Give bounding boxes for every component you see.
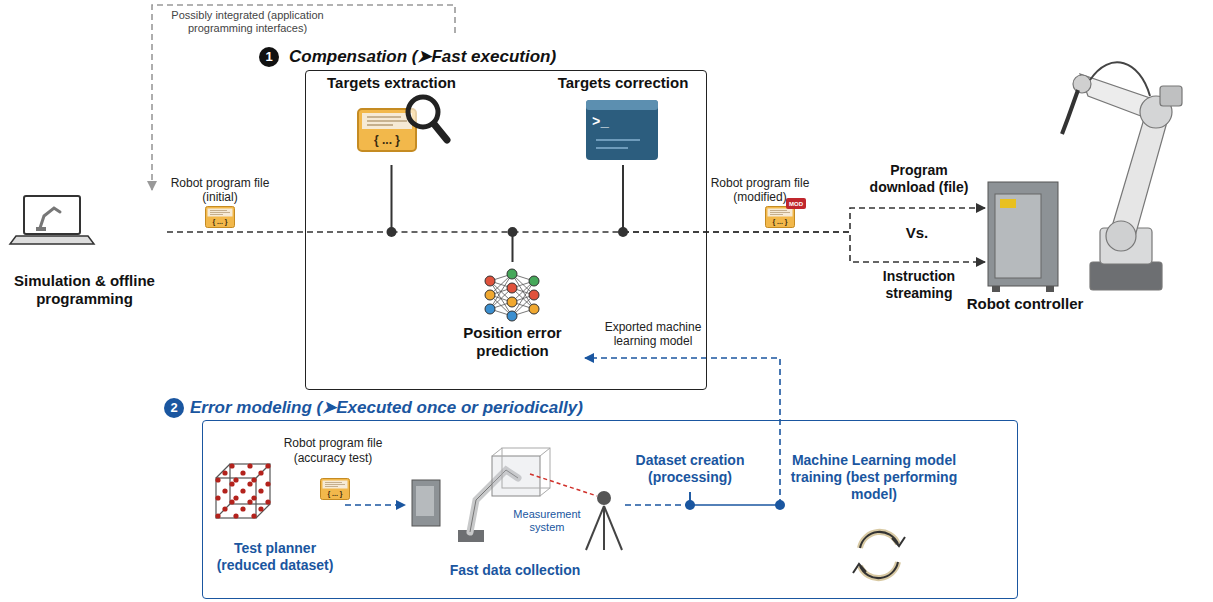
callout-number: 2 xyxy=(164,398,184,418)
note-label: Possibly integrated (application program… xyxy=(160,9,335,34)
process-node: Simulation & offline programming xyxy=(2,190,167,315)
group-box: Error modeling (➤Executed once or period… xyxy=(202,396,1018,599)
connector xyxy=(625,492,695,510)
node-label: Position error prediction xyxy=(440,324,585,360)
node-label: Simulation & offline programming xyxy=(2,272,167,308)
icon-text: >_ xyxy=(592,114,622,130)
process-node: Machine Learning model training (best pe… xyxy=(780,450,965,585)
edge-label: Robot program file (accuracy test) xyxy=(266,436,400,466)
connector xyxy=(690,492,785,510)
controller-cabinet xyxy=(988,182,1058,292)
connector xyxy=(513,165,629,262)
note-label: Robot program file (initial) xyxy=(160,176,280,204)
industrial-robot xyxy=(1062,62,1182,290)
file-icon xyxy=(206,207,235,228)
node-label: Targets extraction xyxy=(318,74,465,92)
mod-badge xyxy=(786,198,806,209)
test-points xyxy=(215,463,270,518)
magnifier-icon xyxy=(408,97,447,140)
node-label: Fast data collection xyxy=(405,562,625,579)
edge-label: Instruction streaming xyxy=(860,268,978,302)
node-label: Machine Learning model training (best pe… xyxy=(788,452,960,503)
node-label: Dataset creation (processing) xyxy=(628,452,752,486)
node-label: Robot controller xyxy=(960,295,1090,313)
callout-number: 1 xyxy=(259,47,279,67)
file-icon xyxy=(321,479,350,500)
icon-text: { ... } xyxy=(765,217,795,226)
process-node: Targets correction xyxy=(550,72,696,165)
measurement-scene xyxy=(412,448,622,550)
process-node: Test planner (reduced dataset) xyxy=(205,455,345,583)
process-node: Dataset creation (processing) xyxy=(628,450,752,492)
badge-text: MOD xyxy=(786,199,806,209)
connector xyxy=(585,358,780,505)
laptop-icon xyxy=(10,196,94,244)
icon-text: { ... } xyxy=(320,489,350,498)
file-icon xyxy=(766,207,795,228)
node-label: Test planner (reduced dataset) xyxy=(205,540,345,574)
neural-net-icon xyxy=(485,269,539,321)
icon-text: { ... } xyxy=(357,132,417,148)
note-label: Exported machine learning model xyxy=(598,320,708,348)
connector xyxy=(392,165,518,262)
note-label: Vs. xyxy=(900,224,934,242)
group-heading: Error modeling (➤Executed once or period… xyxy=(190,398,583,418)
test-cube xyxy=(216,464,270,518)
edge-label: Program download (file) xyxy=(860,162,978,196)
process-node: Position error prediction xyxy=(440,262,585,370)
retrain-cycle-icon xyxy=(853,532,905,578)
connector xyxy=(167,165,397,237)
node-label: Targets correction xyxy=(550,74,696,92)
icon-text: { ... } xyxy=(205,217,235,226)
note-label: Robot program file (modified) xyxy=(700,176,820,204)
group-heading: Compensation (➤Fast execution) xyxy=(289,47,556,67)
terminal-icon xyxy=(586,100,658,160)
process-node: Robot controller xyxy=(985,175,1065,320)
connector xyxy=(152,5,455,190)
connector xyxy=(345,505,405,506)
note-label: Measurement system xyxy=(510,508,584,534)
process-node: Targets extraction xyxy=(318,72,465,165)
